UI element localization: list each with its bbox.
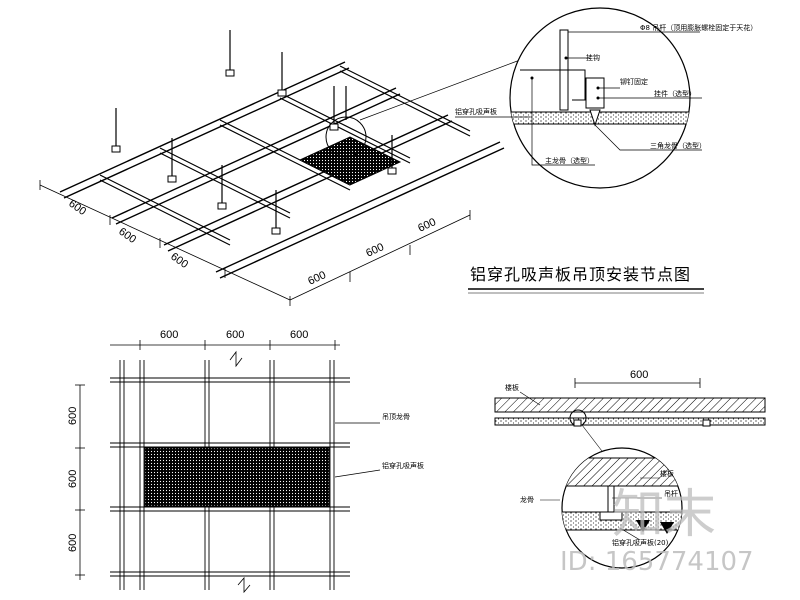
detail-label-fitting: 挂件（选型） (654, 89, 696, 98)
iso-dim-1: 600 (66, 198, 88, 218)
iso-dim-4: 600 (306, 269, 328, 288)
plan-perforated-panel (144, 447, 330, 507)
section-dim: 600 (630, 369, 648, 381)
plan-view: 600 600 600 600 600 600 吊顶龙骨 铝穿孔吸声板 (67, 329, 424, 594)
watermark-logo: 知末 (612, 485, 716, 545)
plan-grid (110, 360, 350, 590)
isometric-ceiling-view: 600 600 600 600 600 600 (39, 30, 521, 306)
section-slab (494, 397, 766, 413)
detail-label-hanger-rod: Φ8 吊杆（顶用膨胀螺栓固定于天花） (640, 23, 757, 32)
iso-dim-5: 600 (364, 241, 386, 260)
plan-label-runner: 吊顶龙骨 (382, 412, 410, 421)
section-label-hanger: 吊杆 (664, 489, 678, 498)
plan-label-panel: 铝穿孔吸声板 (382, 461, 424, 470)
drawing-title-block: 铝穿孔吸声板吊顶安装节点图 (468, 265, 704, 294)
iso-dim-3: 600 (168, 251, 190, 271)
detail-label-hook: 挂钩 (586, 53, 600, 62)
plan-side-dim-1: 600 (67, 407, 79, 425)
section-panel-strip (494, 417, 766, 426)
section-label-panel: 铝穿孔吸声板(20) (612, 538, 669, 547)
main-runners (59, 61, 505, 279)
section-label-slab: 楼板 (505, 383, 519, 392)
detail-label-rivet: 铆钉固定 (620, 77, 648, 86)
plan-dim-lines (75, 340, 340, 580)
iso-dimension-lines (39, 180, 471, 306)
hanger-clips (111, 69, 397, 235)
section-label-runner: 龙骨 (520, 495, 534, 504)
hanger-rods (115, 30, 393, 230)
plan-top-dim-3: 600 (290, 329, 308, 341)
detail-label-panel: 铝穿孔吸声板 (455, 107, 497, 116)
detail-label-tri-runner: 三角龙骨（选型） (650, 141, 706, 150)
detail-callout-circle (325, 116, 367, 158)
detail-bubble: Φ8 吊杆（顶用膨胀螺栓固定于天花） 挂钩 铆钉固定 挂件（选型） 铝穿孔吸声板… (455, 7, 757, 189)
plan-side-dim-3: 600 (67, 534, 79, 552)
detail-leader (359, 59, 521, 121)
watermark-id: ID: 165774107 (560, 547, 754, 577)
detail-label-main-runner: 主龙骨（选型） (545, 156, 594, 165)
plan-top-dim-1: 600 (160, 329, 178, 341)
section-view: 600 楼板 楼板 吊杆 龙骨 铝穿孔吸声板(20) (494, 369, 766, 569)
section-label-slab-detail: 楼板 (660, 469, 674, 478)
plan-side-dim-2: 600 (67, 470, 79, 488)
perforated-panel (298, 136, 402, 186)
plan-top-dim-2: 600 (226, 329, 244, 341)
watermark: 知末 ID: 165774107 (560, 485, 754, 577)
drawing-title: 铝穿孔吸声板吊顶安装节点图 (470, 265, 691, 284)
